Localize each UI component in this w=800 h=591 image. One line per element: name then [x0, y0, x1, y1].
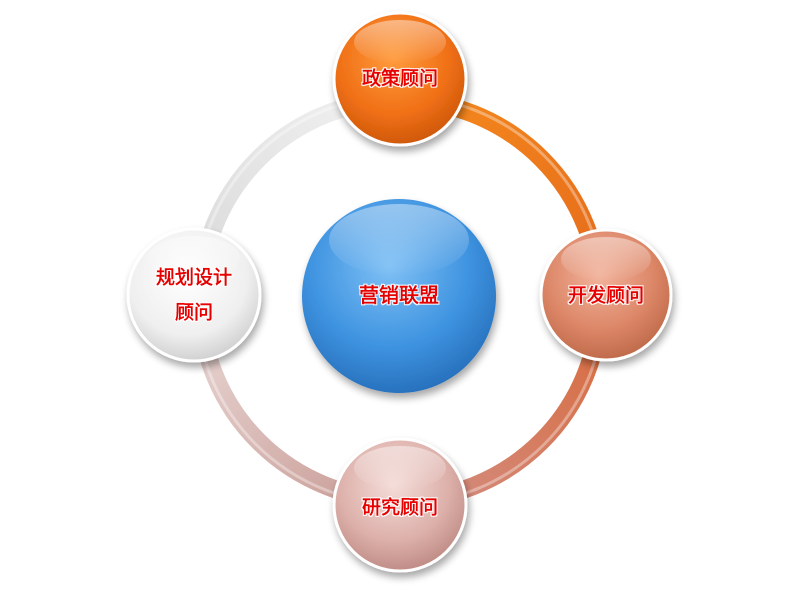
node-left [126, 227, 262, 363]
node-right [539, 228, 673, 362]
center-node-label: 营销联盟 [359, 283, 439, 307]
node-bottom [332, 437, 468, 573]
center-node [302, 199, 496, 393]
node-top [332, 11, 468, 147]
node-left-label-line1: 规划设计 [156, 266, 232, 289]
node-right-label: 开发顾问 [568, 284, 644, 307]
node-bottom-label: 研究顾问 [362, 496, 438, 519]
node-left-label-line2: 顾问 [175, 302, 213, 324]
node-top-label: 政策顾问 [362, 67, 438, 90]
